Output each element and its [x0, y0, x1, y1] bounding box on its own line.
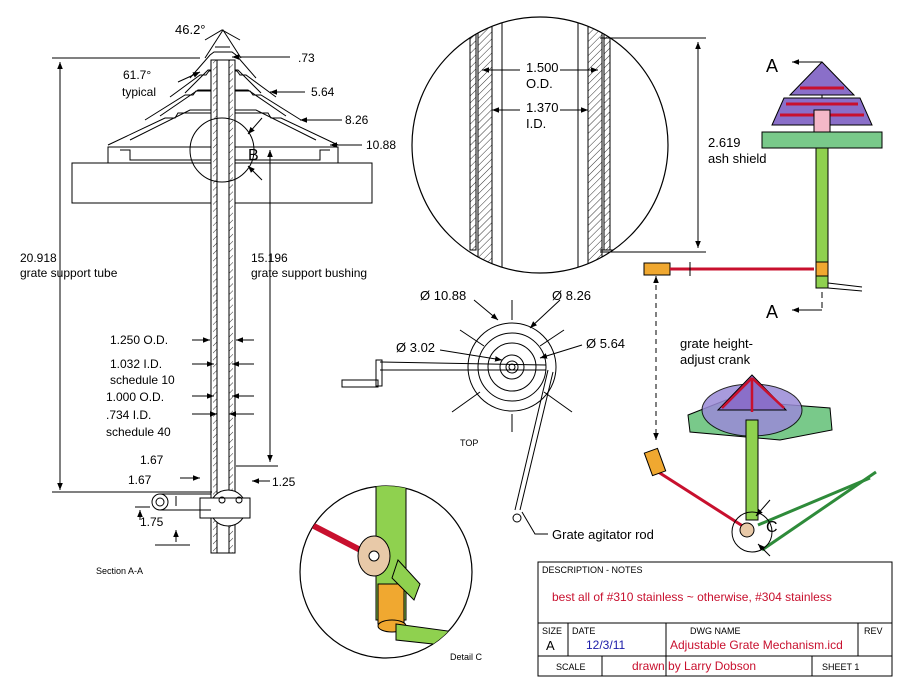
rev-label: REV — [864, 626, 883, 636]
detail-b-view: 1.500 O.D. 1.370 I.D. 2.619 ash shield — [411, 16, 767, 274]
section-aa-caption: Section A-A — [96, 566, 143, 576]
detail-b-id-note: I.D. — [526, 116, 546, 131]
notes-text: best all of #310 stainless ~ otherwise, … — [552, 590, 832, 604]
detail-b-shield: 2.619 — [708, 135, 741, 150]
detail-b-od: 1.500 — [526, 60, 559, 75]
angle-side-label: 61.7° — [123, 68, 151, 82]
od-1000-label: 1.000 O.D. — [106, 390, 164, 404]
dim-826-label: 8.26 — [345, 113, 369, 127]
detail-c-marker: C — [766, 519, 778, 536]
top-d302: Ø 3.02 — [396, 340, 435, 355]
detail-c-view: Detail C — [299, 485, 483, 662]
detail-b-id: 1.370 — [526, 100, 559, 115]
tube-length-desc: grate support tube — [20, 266, 118, 280]
dim-167-label: 1.67 — [140, 453, 164, 467]
top-view-labels: Ø 10.88 Ø 8.26 Ø 3.02 Ø 5.64 TOP Grate a… — [396, 288, 654, 542]
angle-side-note: typical — [122, 85, 156, 99]
bushing-length-label: 15.196 — [251, 251, 288, 265]
author-text: drawn by Larry Dobson — [632, 659, 756, 673]
agitator-label: Grate agitator rod — [552, 527, 654, 542]
desc-label: DESCRIPTION - NOTES — [542, 565, 643, 575]
dim-175-label: 1.75 — [140, 515, 164, 529]
top-view — [341, 299, 583, 535]
crank-label-2: adjust crank — [680, 352, 751, 367]
crank-label-1: grate height- — [680, 336, 753, 351]
section-aa-labels: 46.2° 61.7° typical .73 5.64 8.26 10.88 … — [20, 22, 396, 576]
tube-length-label: 20.918 — [20, 251, 57, 265]
top-d564: Ø 5.64 — [586, 336, 625, 351]
detail-b-od-note: O.D. — [526, 76, 553, 91]
top-caption: TOP — [460, 438, 478, 448]
top-d826: Ø 8.26 — [552, 288, 591, 303]
sched-10-label: schedule 10 — [110, 373, 175, 387]
scale-label: SCALE — [556, 662, 586, 672]
top-d1088: Ø 10.88 — [420, 288, 466, 303]
section-a-bottom: A — [766, 302, 778, 322]
iso-view-upper: A A grate height- adjust crank — [643, 56, 883, 440]
sched-40-label: schedule 40 — [106, 425, 171, 439]
dwg-label: DWG NAME — [690, 626, 741, 636]
section-aa-view — [52, 29, 373, 554]
angle-top-label: 46.2° — [175, 22, 206, 37]
cone-tip — [204, 29, 242, 59]
dwg-name: Adjustable Grate Mechanism.icd — [670, 638, 843, 652]
date-label: DATE — [572, 626, 595, 636]
detail-c-caption: Detail C — [450, 652, 483, 662]
dim-167-label-2: 1.67 — [128, 473, 152, 487]
sheet-label: SHEET 1 — [822, 662, 859, 672]
id-734-label: .734 I.D. — [106, 408, 151, 422]
title-block-text: DESCRIPTION - NOTES best all of #310 sta… — [542, 565, 883, 673]
dim-073-label: .73 — [298, 51, 315, 65]
bushing-length-desc: grate support bushing — [251, 266, 367, 280]
title-block — [537, 561, 893, 677]
cone-ring-small — [189, 51, 257, 79]
size-label: SIZE — [542, 626, 562, 636]
iso-view-lower: C — [643, 374, 877, 557]
size-value: A — [546, 638, 555, 653]
dim-1088-label: 10.88 — [366, 138, 396, 152]
detail-b-shield-label: ash shield — [708, 151, 767, 166]
dim-564-label: 5.64 — [311, 85, 335, 99]
detail-b-marker: B — [248, 147, 259, 164]
id-1032-label: 1.032 I.D. — [110, 357, 162, 371]
dim-125-label: 1.25 — [272, 475, 296, 489]
date-value: 12/3/11 — [586, 638, 625, 652]
section-a-top: A — [766, 56, 778, 76]
od-1250-label: 1.250 O.D. — [110, 333, 168, 347]
